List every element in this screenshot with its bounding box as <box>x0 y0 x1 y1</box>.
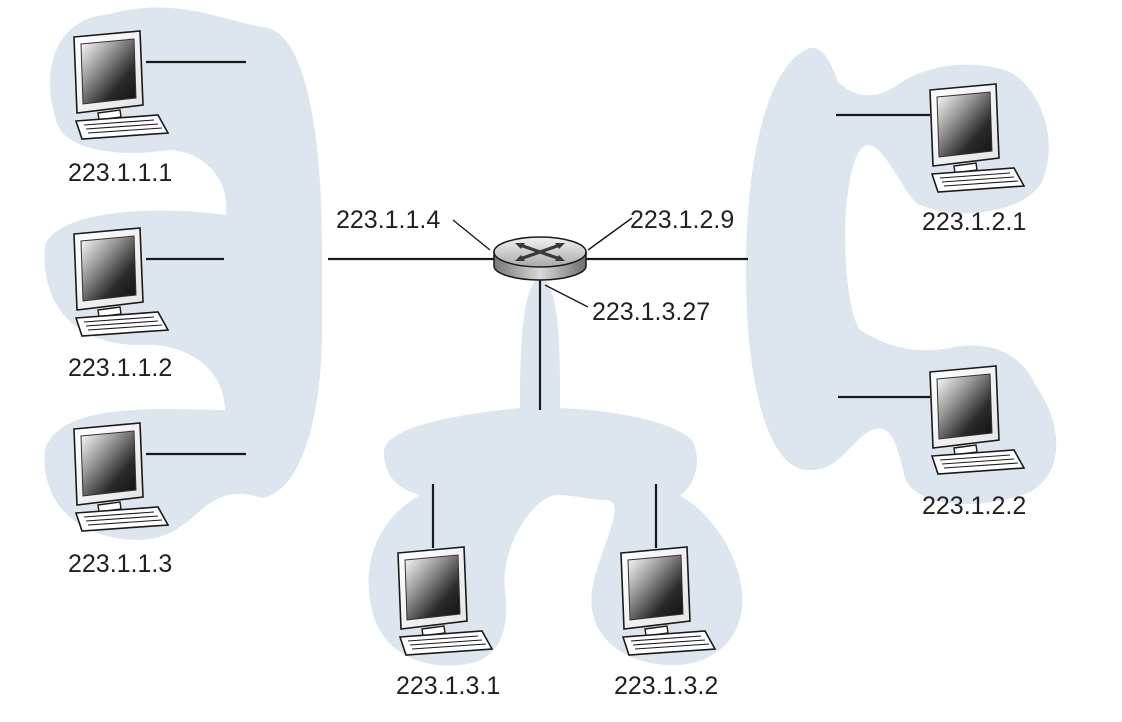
subnet-223-1-1-cloud <box>44 7 322 541</box>
router-icon <box>493 236 587 281</box>
host-label-223-1-1-2: 223.1.1.2 <box>68 354 172 382</box>
host-label-223-1-3-1: 223.1.3.1 <box>396 672 500 700</box>
host-label-223-1-2-1: 223.1.2.1 <box>922 208 1026 236</box>
wires <box>146 60 930 548</box>
leader-if-223-1-3-27 <box>544 284 589 308</box>
host-label-223-1-3-2: 223.1.3.2 <box>614 672 718 700</box>
host-label-223-1-2-2: 223.1.2.2 <box>922 492 1026 520</box>
host-label-223-1-1-3: 223.1.1.3 <box>68 550 172 578</box>
router-if-label-223-1-3-27: 223.1.3.27 <box>592 298 710 326</box>
router-if-label-223-1-2-9: 223.1.2.9 <box>630 206 734 234</box>
leader-if-223-1-1-4 <box>452 219 491 251</box>
leader-if-223-1-2-9 <box>587 217 633 251</box>
host-label-223-1-1-1: 223.1.1.1 <box>68 159 172 187</box>
router-if-label-223-1-1-4: 223.1.1.4 <box>336 206 440 234</box>
subnet-223-1-2-cloud <box>746 47 1057 505</box>
